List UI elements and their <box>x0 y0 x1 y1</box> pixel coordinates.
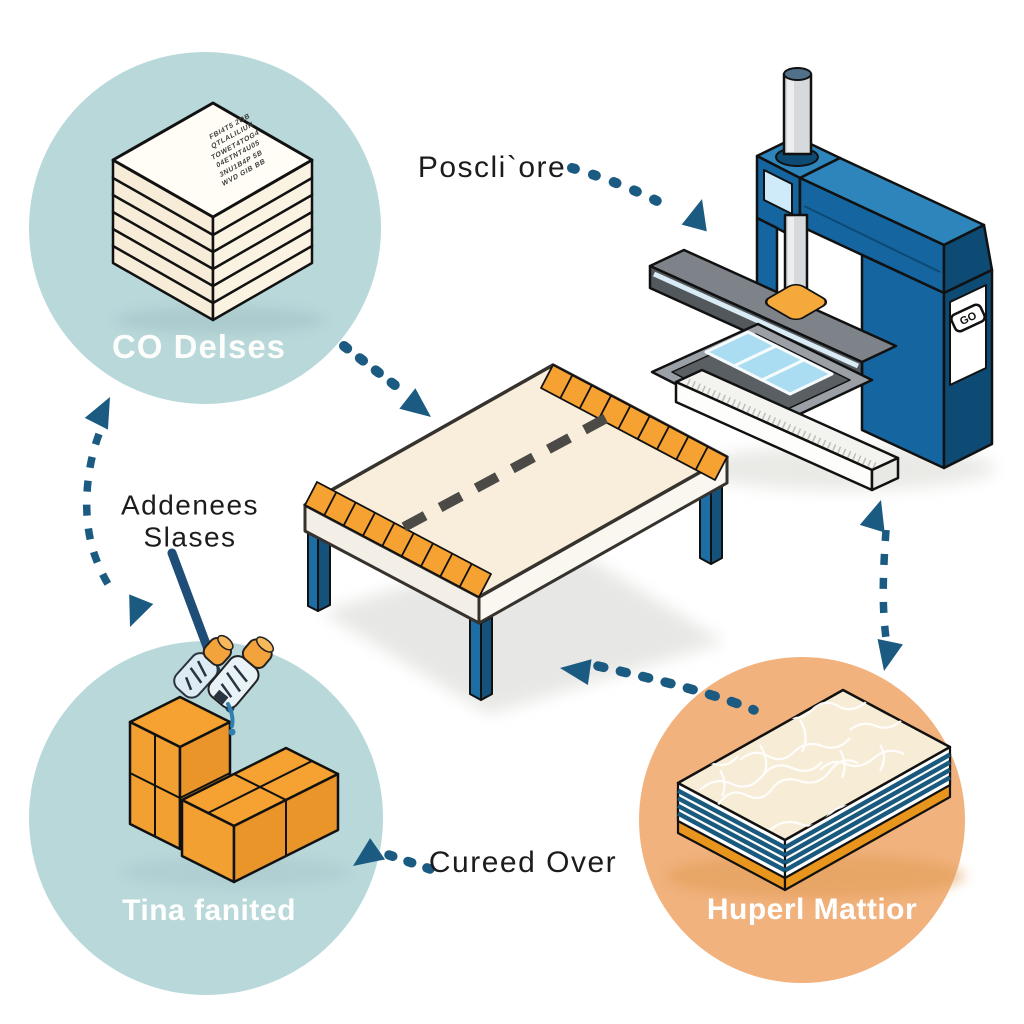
arrow-mattress-to-table <box>560 659 759 715</box>
adhesive-step-label: Addenees Slases <box>121 489 259 552</box>
paper-stack-icon <box>111 101 325 334</box>
arrow-stack-blocks-double <box>82 397 154 627</box>
glued-blocks-label: Tina fanited <box>122 894 296 927</box>
box-stack-icon <box>120 695 350 888</box>
sheet-stack-label: CO Delses <box>111 328 287 365</box>
machine-badge: GO <box>950 303 986 333</box>
glue-applicator-icon <box>167 548 275 736</box>
arrow-stack-to-table <box>339 341 431 417</box>
mattress-label: Huperl Mattior <box>706 893 918 926</box>
assembly-table-icon <box>303 363 729 714</box>
arrow-machine-mattress-double <box>859 500 903 671</box>
layered-mattress-icon <box>665 688 965 898</box>
curing-step-label: Cureed Over <box>428 846 618 879</box>
adhesive-step-label-line2: Slases <box>143 521 237 552</box>
press-step-label: Poscli`ore <box>417 151 567 184</box>
arrow-label-to-machine <box>567 163 707 232</box>
press-machine-icon: GO <box>648 67 995 492</box>
arrow-cure-to-blocks <box>353 838 435 874</box>
adhesive-step-label-line1: Addenees <box>120 489 260 521</box>
